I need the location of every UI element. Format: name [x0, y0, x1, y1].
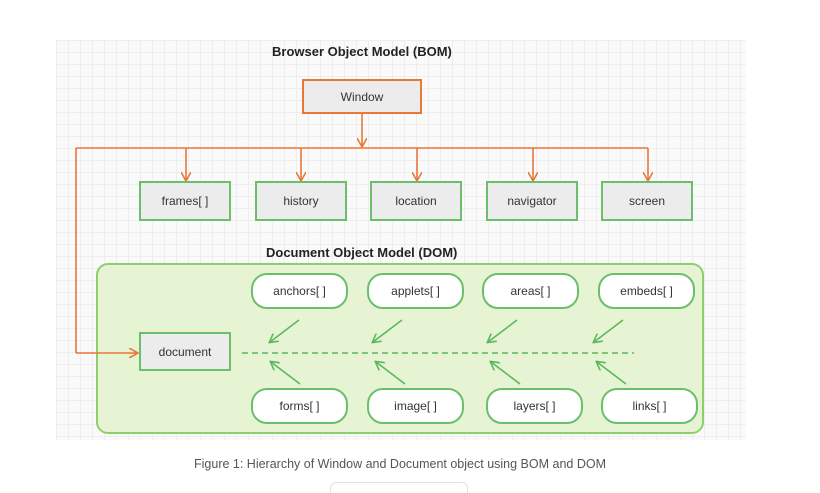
window-node: Window: [302, 79, 422, 114]
anchors-node: anchors[ ]: [251, 273, 348, 309]
embeds-node: embeds[ ]: [598, 273, 695, 309]
applets-arrow: [373, 319, 403, 342]
applets-node: applets[ ]: [367, 273, 464, 309]
document-node: document: [139, 332, 231, 371]
links-node: links[ ]: [601, 388, 698, 424]
areas-arrow: [488, 319, 518, 342]
forms-node: forms[ ]: [251, 388, 348, 424]
anchors-arrow: [270, 319, 300, 342]
bottom-edge-element: [330, 482, 468, 493]
image-node: image[ ]: [367, 388, 464, 424]
history-node: history: [255, 181, 347, 221]
figure-caption: Figure 1: Hierarchy of Window and Docume…: [194, 457, 606, 471]
navigator-node: navigator: [486, 181, 578, 221]
forms-arrow: [271, 362, 301, 385]
areas-node: areas[ ]: [482, 273, 579, 309]
image-arrow: [376, 362, 406, 385]
layers-node: layers[ ]: [486, 388, 583, 424]
links-arrow: [597, 362, 627, 385]
layers-arrow: [491, 362, 521, 385]
dom-title: Document Object Model (DOM): [266, 245, 458, 260]
bom-title: Browser Object Model (BOM): [272, 44, 452, 59]
screen-node: screen: [601, 181, 693, 221]
embeds-arrow: [594, 319, 624, 342]
location-node: location: [370, 181, 462, 221]
frames-node: frames[ ]: [139, 181, 231, 221]
